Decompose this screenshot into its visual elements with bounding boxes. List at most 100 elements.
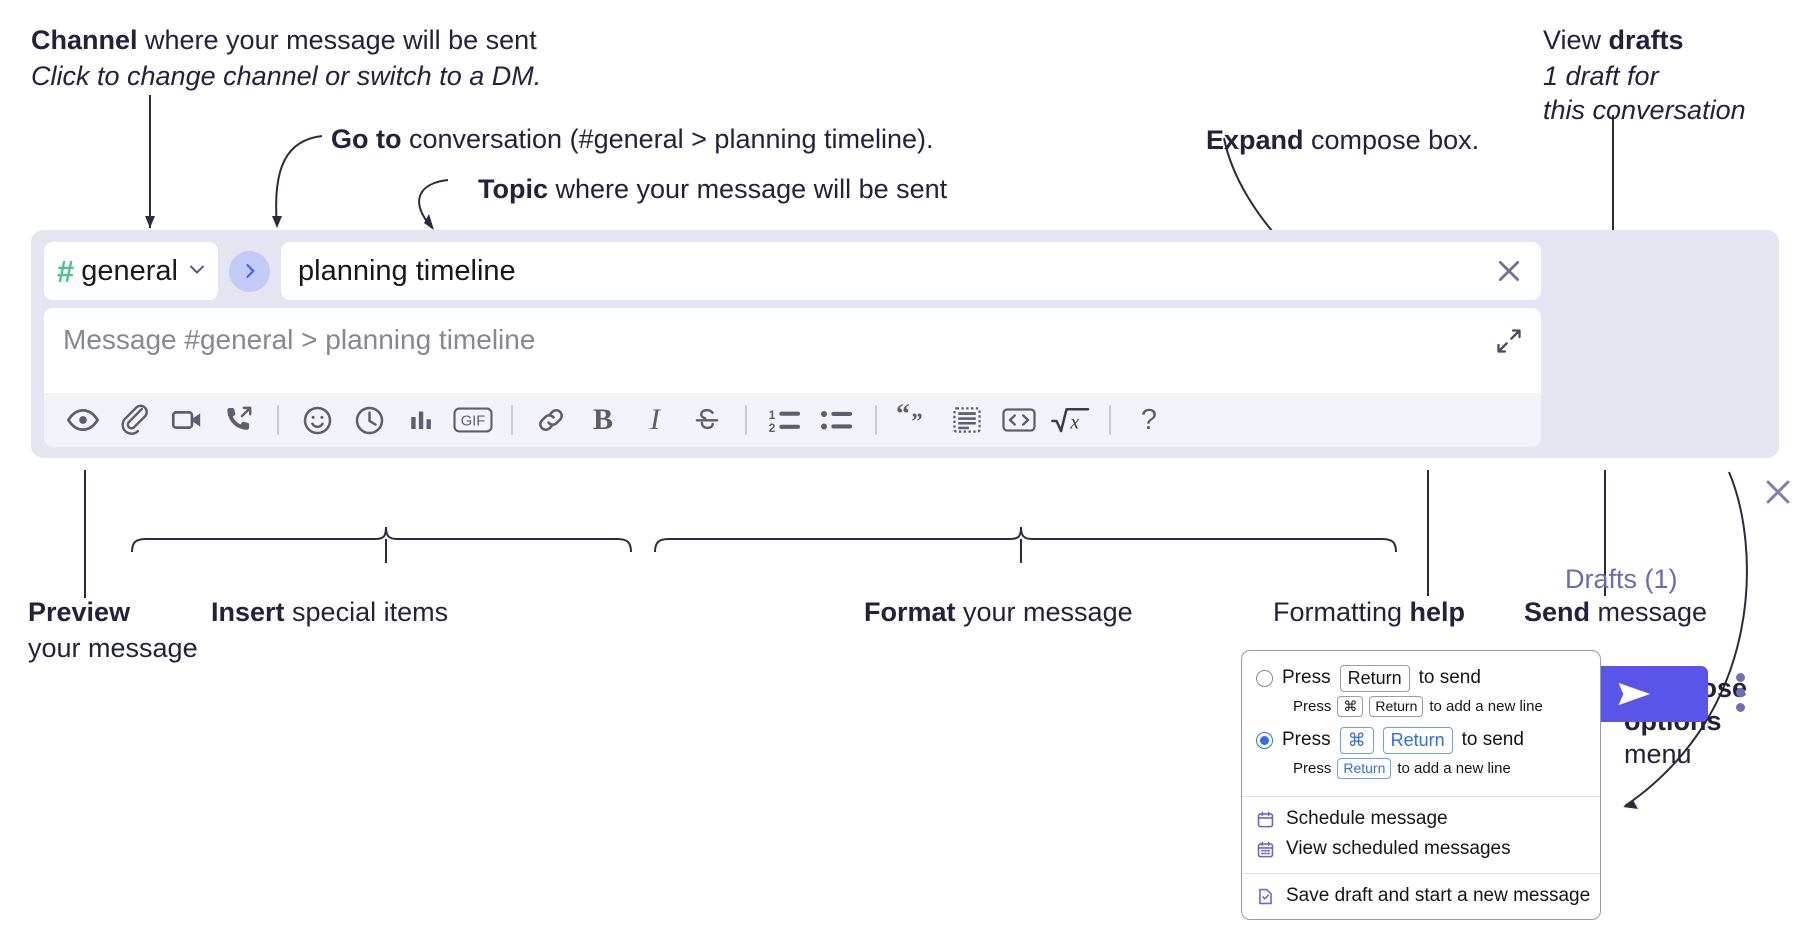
calendar-grid-icon bbox=[1256, 840, 1275, 859]
anno-channel-bold: Channel bbox=[31, 25, 138, 55]
send-paper-plane-icon bbox=[1618, 682, 1651, 706]
file-check-icon bbox=[1256, 887, 1275, 906]
anno-send-bold: Send bbox=[1524, 597, 1591, 627]
formatting-help-button[interactable]: ? bbox=[1140, 403, 1158, 436]
eye-icon bbox=[66, 409, 100, 431]
opt1-tosend: to send bbox=[1418, 667, 1481, 689]
link-button[interactable] bbox=[525, 398, 577, 442]
clear-topic-button[interactable] bbox=[1493, 255, 1525, 287]
channel-name: general bbox=[81, 254, 178, 287]
paperclip-icon bbox=[121, 404, 148, 435]
expand-icon bbox=[1497, 329, 1521, 353]
bulleted-list-icon bbox=[821, 411, 852, 430]
radio-cmd-return[interactable] bbox=[1256, 731, 1273, 749]
close-icon bbox=[1766, 480, 1790, 504]
kebab-dot-3 bbox=[1736, 703, 1745, 712]
bar-chart-icon bbox=[411, 411, 431, 429]
anno-expand-bold: Expand bbox=[1206, 125, 1304, 155]
opt1-press: Press bbox=[1282, 667, 1331, 689]
opt2-key-cmd: ⌘ bbox=[1339, 727, 1374, 754]
preview-button[interactable] bbox=[57, 398, 109, 442]
svg-text:2: 2 bbox=[769, 421, 776, 435]
blockquote-button[interactable]: “ ” bbox=[889, 398, 941, 442]
anno-format-bold: Format bbox=[864, 597, 956, 627]
attach-button[interactable] bbox=[109, 398, 161, 442]
code-block-button[interactable] bbox=[941, 398, 993, 442]
kebab-dot-2 bbox=[1736, 688, 1745, 697]
topic-value: planning timeline bbox=[298, 254, 516, 287]
compose-options-menu: Press Return to send Press ⌘ Return to a… bbox=[1241, 650, 1601, 920]
emoji-button[interactable] bbox=[291, 398, 343, 442]
opt1-sub-tail: to add a new line bbox=[1429, 697, 1543, 715]
reminder-button[interactable] bbox=[343, 398, 395, 442]
code-inline-button[interactable] bbox=[993, 398, 1045, 442]
square-root-x-icon: x bbox=[1051, 407, 1090, 434]
send-option-return[interactable]: Press Return to send Press ⌘ Return to a… bbox=[1242, 663, 1600, 725]
svg-text:“: “ bbox=[896, 404, 910, 430]
svg-text:1: 1 bbox=[769, 408, 776, 422]
video-clip-button[interactable] bbox=[161, 398, 213, 442]
strikethrough-icon bbox=[695, 408, 719, 430]
opt2-key-return: Return bbox=[1382, 727, 1453, 754]
audio-clip-button[interactable] bbox=[213, 398, 265, 442]
close-compose-button[interactable] bbox=[1761, 475, 1795, 514]
anno-send: Send message bbox=[1524, 597, 1707, 629]
strikethrough-button[interactable] bbox=[681, 398, 733, 442]
close-icon bbox=[1498, 260, 1520, 282]
menu-item-view-scheduled-messages[interactable]: View scheduled messages bbox=[1242, 834, 1600, 864]
svg-text:”: ” bbox=[911, 409, 922, 434]
compose-options-button[interactable] bbox=[1736, 673, 1745, 712]
anno-goto-bold: Go to bbox=[331, 124, 402, 154]
menu-item-schedule-message[interactable]: Schedule message bbox=[1242, 804, 1600, 834]
opt1-sub-key-cmd: ⌘ bbox=[1337, 695, 1364, 717]
chevron-right-icon bbox=[245, 264, 254, 278]
ordered-list-button[interactable]: 1 2 bbox=[759, 398, 811, 442]
anno-insert-rest: special items bbox=[284, 597, 449, 627]
anno-fmthelp-pre: Formatting bbox=[1273, 597, 1410, 627]
anno-channel-sub: Click to change channel or switch to a D… bbox=[31, 60, 542, 91]
drafts-link[interactable]: Drafts (1) bbox=[1565, 564, 1678, 594]
opt1-sub-press: Press bbox=[1293, 697, 1332, 715]
anno-channel: Channel where your message will be sent … bbox=[31, 25, 541, 93]
channel-selector[interactable]: # general bbox=[44, 242, 218, 300]
quote-icon: “ ” bbox=[896, 404, 923, 434]
code-block-icon bbox=[953, 407, 981, 433]
menu-item-save-draft[interactable]: Save draft and start a new message bbox=[1242, 881, 1600, 911]
menu-item-label: View scheduled messages bbox=[1286, 838, 1511, 859]
menu-item-label: Schedule message bbox=[1286, 808, 1448, 829]
opt2-sub-tail: to add a new line bbox=[1397, 759, 1511, 777]
bold-button[interactable]: B bbox=[592, 403, 613, 436]
goto-conversation-button[interactable] bbox=[229, 250, 270, 292]
anno-format-rest: your message bbox=[955, 597, 1133, 627]
calendar-icon bbox=[1256, 810, 1275, 829]
anno-copts-3: menu bbox=[1624, 738, 1692, 769]
svg-text:GIF: GIF bbox=[461, 414, 486, 430]
italic-button[interactable]: I bbox=[650, 403, 660, 436]
gif-icon: GIF bbox=[453, 407, 493, 433]
anno-channel-rest: where your message will be sent bbox=[137, 25, 537, 55]
expand-compose-button[interactable] bbox=[1495, 327, 1523, 360]
anno-topic-rest: where your message will be sent bbox=[548, 174, 948, 204]
anno-expand-rest: compose box. bbox=[1303, 125, 1480, 155]
anno-formatting-help: Formatting help bbox=[1273, 597, 1465, 629]
code-brackets-icon bbox=[1002, 408, 1036, 432]
toolbar-separator-2 bbox=[511, 405, 513, 435]
radio-return[interactable] bbox=[1256, 669, 1273, 687]
opt2-tosend: to send bbox=[1461, 729, 1524, 751]
opt1-sub-key-return: Return bbox=[1369, 695, 1424, 717]
opt1-key-return: Return bbox=[1339, 665, 1410, 692]
latex-button[interactable]: x bbox=[1045, 398, 1097, 442]
menu-item-label: Save draft and start a new message bbox=[1286, 885, 1591, 906]
toolbar-separator-1 bbox=[277, 405, 279, 435]
opt2-sub-press: Press bbox=[1293, 759, 1332, 777]
menu-divider-1 bbox=[1242, 796, 1600, 797]
bulleted-list-button[interactable] bbox=[811, 398, 863, 442]
opt2-press: Press bbox=[1282, 729, 1331, 751]
gif-button[interactable]: GIF bbox=[447, 398, 499, 442]
poll-button[interactable] bbox=[395, 398, 447, 442]
send-option-cmd-return[interactable]: Press ⌘ Return to send Press Return to a… bbox=[1242, 725, 1600, 787]
clock-icon bbox=[355, 406, 383, 434]
topic-input[interactable]: planning timeline bbox=[281, 242, 1541, 300]
message-input[interactable]: Message #general > planning timeline bbox=[44, 308, 1541, 393]
opt2-sub-key-return: Return bbox=[1337, 757, 1392, 779]
